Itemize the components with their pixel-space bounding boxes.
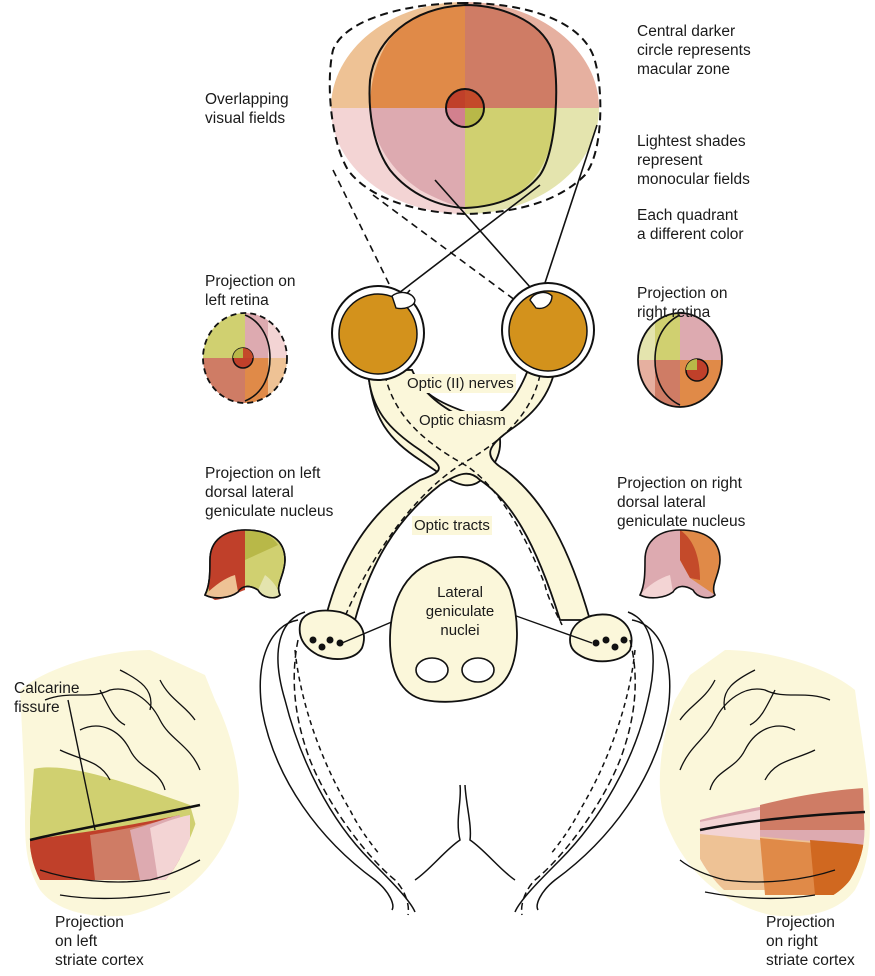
left-retina-projection bbox=[200, 310, 293, 406]
label-left-lgn-projection: Projection on left dorsal lateral genicu… bbox=[205, 464, 333, 521]
label-left-retina: Projection on left retina bbox=[205, 272, 295, 310]
label-lateral-geniculate-nuclei: Lateral geniculate nuclei bbox=[412, 583, 508, 640]
label-right-lgn-projection: Projection on right dorsal lateral genic… bbox=[617, 474, 745, 531]
right-striate-cortex bbox=[660, 650, 870, 916]
label-right-striate-cortex: Projection on right striate cortex bbox=[766, 913, 855, 970]
label-optic-tracts: Optic tracts bbox=[412, 516, 492, 535]
left-lens bbox=[392, 293, 415, 309]
label-central-darker-circle: Central darker circle represents macular… bbox=[637, 22, 751, 79]
left-lgn-projection bbox=[205, 530, 285, 600]
label-overlapping-visual-fields: Overlapping visual fields bbox=[205, 90, 289, 128]
right-eye bbox=[502, 283, 594, 377]
label-optic-chiasm: Optic chiasm bbox=[417, 411, 508, 430]
right-lgn-projection bbox=[640, 530, 720, 598]
label-each-quadrant: Each quadrant a different color bbox=[637, 206, 744, 244]
right-retina-projection bbox=[635, 312, 725, 410]
label-lightest-shades: Lightest shades represent monocular fiel… bbox=[637, 132, 750, 189]
visual-fields-diagram bbox=[320, 0, 610, 228]
label-optic-nerves: Optic (II) nerves bbox=[405, 374, 516, 393]
left-eye bbox=[332, 286, 424, 380]
label-calcarine-fissure: Calcarine fissure bbox=[14, 679, 79, 717]
vf-upper-right-quadrant bbox=[465, 5, 556, 108]
label-right-retina: Projection on right retina bbox=[637, 284, 727, 322]
label-left-striate-cortex: Projection on left striate cortex bbox=[55, 913, 144, 970]
vf-upper-left-quadrant bbox=[370, 5, 465, 108]
